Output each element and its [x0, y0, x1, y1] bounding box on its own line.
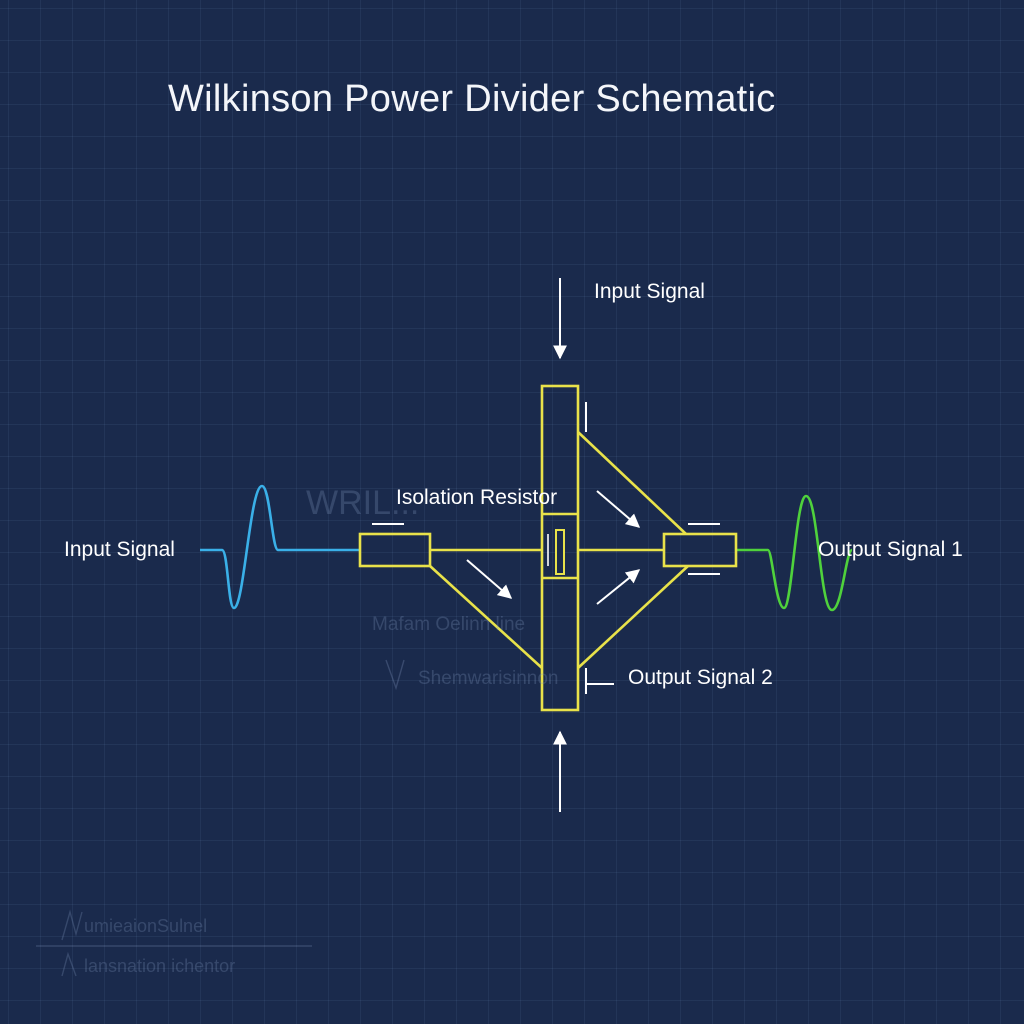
branch-upper-right [577, 431, 687, 535]
input-port-block [358, 532, 432, 568]
isolation-resistor-label: Isolation Resistor [396, 486, 558, 509]
input-signal-left-label: Input Signal [64, 538, 175, 561]
flow-arrow-upper-right [596, 490, 641, 528]
output-waveform [736, 494, 854, 612]
input-signal-top-label: Input Signal [594, 280, 705, 303]
faint-check-mark [385, 659, 405, 691]
output-signal-2-label: Output Signal 2 [628, 666, 773, 689]
output-port-block [662, 532, 738, 568]
watermark-line-2: Shemwarisinnon [418, 668, 559, 689]
diagram-title: Wilkinson Power Divider Schematic [168, 78, 776, 120]
isolation-resistor [555, 529, 565, 575]
faint-corner-wave-2 [61, 951, 77, 977]
input-waveform [200, 484, 360, 610]
branch-lower-left [429, 565, 543, 669]
watermark-corner-1: umieaionSulnel [84, 916, 208, 936]
branch-lower-right [577, 565, 689, 669]
watermark-behind-resistor: WRIL... [306, 484, 420, 522]
faint-corner-wave [61, 909, 83, 941]
flow-arrow-lower-right [596, 569, 641, 605]
vertical-transmission-line [540, 384, 580, 712]
watermark-line-1: Mafam Oelinn line [372, 614, 526, 635]
output-signal-1-label: Output Signal 1 [818, 538, 963, 561]
flow-arrow-lower-left [466, 559, 513, 599]
watermark-corner-2: lansnation ichentor [84, 956, 236, 976]
